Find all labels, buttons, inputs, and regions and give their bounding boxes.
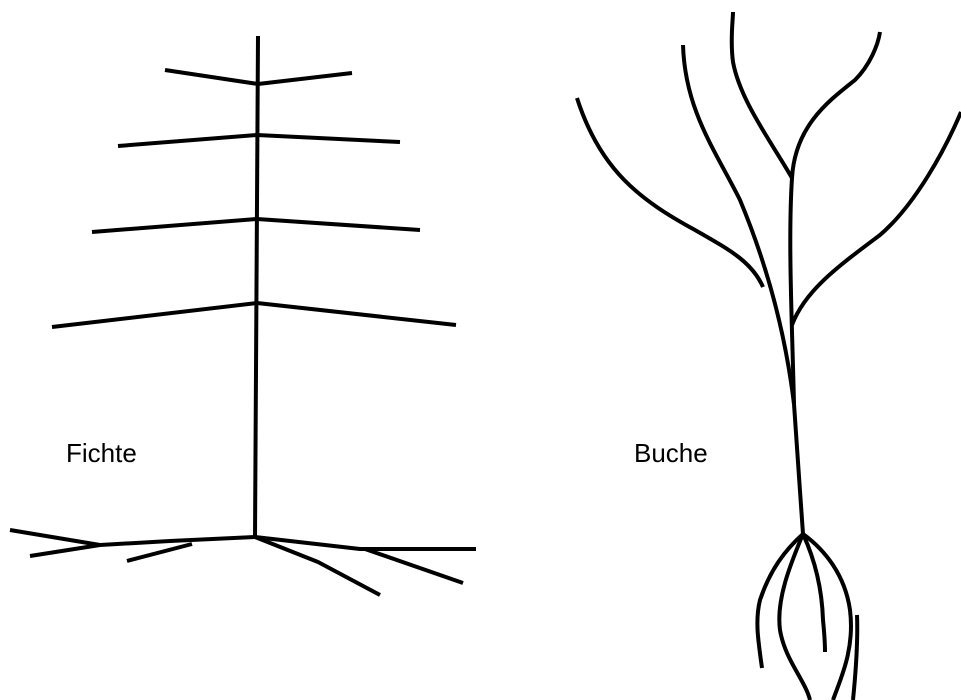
spruce-branch [257,135,400,142]
beech-branch [790,32,880,404]
beech-root [779,534,810,700]
beech-trunk [794,404,803,534]
spruce-root [255,537,476,549]
spruce-label: Fichte [66,440,137,466]
beech-branch [792,112,961,325]
spruce-branch [258,73,352,84]
spruce-branch [92,219,257,232]
spruce-branch [257,303,456,325]
spruce-root [365,549,463,583]
spruce-root [10,530,100,545]
spruce-trunk [255,36,258,537]
spruce-root [127,544,192,561]
spruce-branch [118,135,257,146]
beech-branch [683,45,794,404]
spruce-branch [52,303,257,327]
spruce-branch [257,219,420,230]
beech-root [803,534,851,700]
spruce-drawing [10,36,476,595]
beech-drawing [577,12,961,700]
beech-label: Buche [634,440,708,466]
beech-branch [732,12,792,178]
spruce-branch [165,70,258,84]
beech-root [853,615,857,700]
